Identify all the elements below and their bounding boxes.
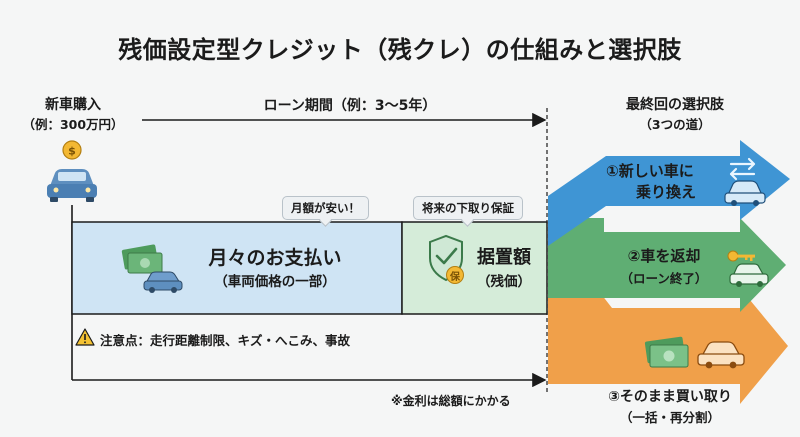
residual-block xyxy=(401,221,548,315)
svg-text:$: $ xyxy=(68,145,76,158)
new-car-icon xyxy=(47,169,97,202)
choice-2-line2: （ローン終了） xyxy=(620,271,708,286)
shield-icon xyxy=(429,234,464,284)
monthly-payment-label: 月々のお支払い xyxy=(208,247,342,269)
interest-note: ※金利は総額にかかる xyxy=(391,394,511,408)
choice3-money-icon xyxy=(644,336,689,368)
cheap-monthly-bubble: 月額が安い！ xyxy=(282,196,369,220)
coin-icon: $ xyxy=(62,140,82,160)
choice2-car-icon xyxy=(729,263,769,287)
residual-label: 据置額 xyxy=(477,247,531,268)
caution-note: 注意点：走行距離制限、キズ・へこみ、事故 xyxy=(100,333,351,348)
choice-1-line2: 乗り換え xyxy=(635,183,696,201)
choice-3-line2: （一括・再分割） xyxy=(619,410,720,425)
money-icon xyxy=(121,244,163,274)
key-icon xyxy=(727,250,755,262)
choice3-car-icon xyxy=(697,341,745,369)
guarantee-badge: 保 xyxy=(450,272,460,283)
loan-period-label: ローン期間（例：3〜5年） xyxy=(263,98,437,114)
diagram-title: 残価設定型クレジット（残クレ）の仕組みと選択肢 xyxy=(118,36,682,64)
trade-in-guarantee-bubble: 将来の下取り保証 xyxy=(413,196,523,220)
warning-icon xyxy=(75,328,95,346)
choice-1-line1: ①新しい車に xyxy=(606,162,694,180)
purchase-label: 新車購入 xyxy=(45,97,101,113)
choice-arrow-2 xyxy=(548,218,786,312)
choice-2-line1: ②車を返却 xyxy=(627,247,701,265)
choices-header: 最終回の選択肢 xyxy=(626,97,724,113)
choices-sub: （3つの道） xyxy=(639,117,711,132)
small-car-icon xyxy=(143,271,183,293)
choice-3-line1: ③そのまま買い取り xyxy=(608,389,732,405)
purchase-example: （例：300万円） xyxy=(22,117,124,132)
choice1-car-icon xyxy=(724,180,766,206)
choice-arrow-1 xyxy=(548,140,790,246)
residual-sub: （残価） xyxy=(477,274,531,290)
monthly-payment-sub: （車両価格の一部） xyxy=(214,274,336,290)
swap-arrows-icon xyxy=(729,157,756,181)
